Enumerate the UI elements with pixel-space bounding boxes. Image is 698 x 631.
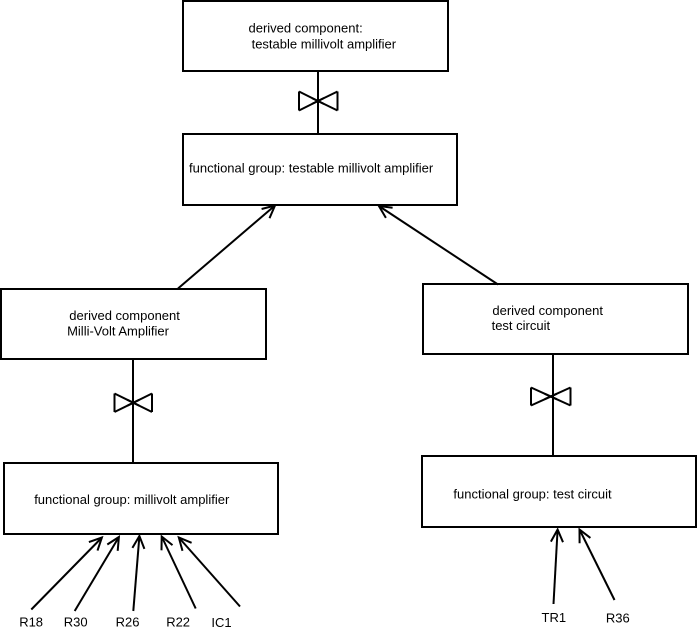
svg-text:TR1: TR1 bbox=[542, 610, 567, 625]
svg-text:R22: R22 bbox=[166, 615, 190, 630]
svg-text:R30: R30 bbox=[64, 615, 88, 630]
svg-text:IC1: IC1 bbox=[211, 615, 231, 630]
svg-text:Milli-Volt Amplifier: Milli-Volt Amplifier bbox=[67, 324, 170, 339]
svg-text:R26: R26 bbox=[116, 615, 140, 630]
svg-text:derived component: derived component bbox=[492, 303, 603, 318]
svg-text:functional group: test circuit: functional group: test circuit bbox=[453, 487, 612, 502]
svg-text:R36: R36 bbox=[606, 611, 630, 626]
svg-text:derived component: derived component bbox=[69, 308, 180, 323]
svg-text:R18: R18 bbox=[19, 615, 43, 630]
svg-text:testable millivolt amplifier: testable millivolt amplifier bbox=[252, 37, 397, 52]
svg-text:test circuit: test circuit bbox=[492, 318, 551, 333]
svg-text:functional group: testable mil: functional group: testable millivolt amp… bbox=[189, 160, 434, 175]
svg-text:functional group: millivolt am: functional group: millivolt amplifier bbox=[34, 492, 230, 507]
svg-text:derived component:: derived component: bbox=[249, 21, 363, 36]
